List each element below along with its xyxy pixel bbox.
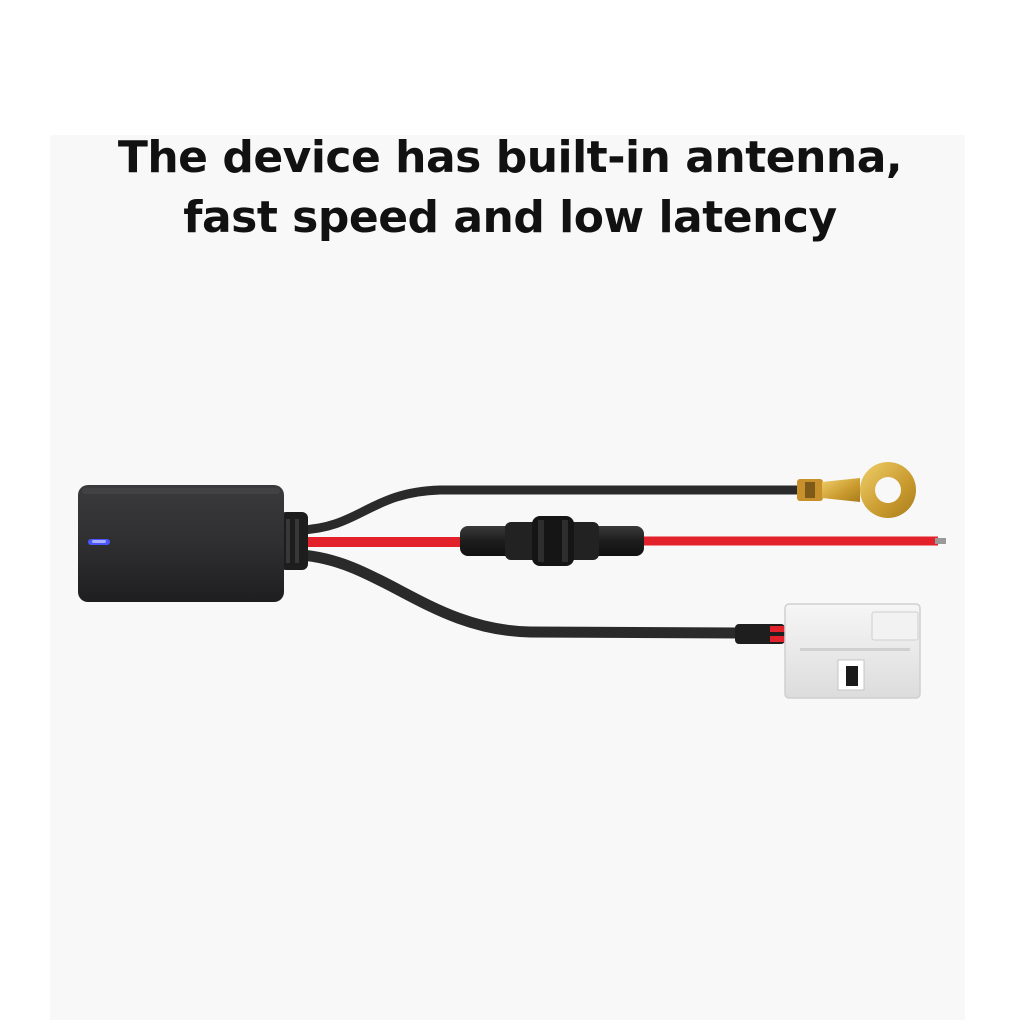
quadlock-plug-icon bbox=[735, 603, 921, 699]
fuse-holder-icon bbox=[460, 516, 644, 566]
headline: The device has built-in antenna, fast sp… bbox=[0, 128, 1020, 248]
bluetooth-module-icon bbox=[78, 485, 284, 602]
ring-terminal-icon bbox=[797, 462, 916, 518]
headline-line-1: The device has built-in antenna, bbox=[117, 132, 903, 183]
strain-relief bbox=[280, 512, 308, 570]
black-wire-lower bbox=[294, 549, 746, 639]
headline-line-2: fast speed and low latency bbox=[183, 192, 837, 243]
black-wire-upper bbox=[295, 485, 805, 535]
